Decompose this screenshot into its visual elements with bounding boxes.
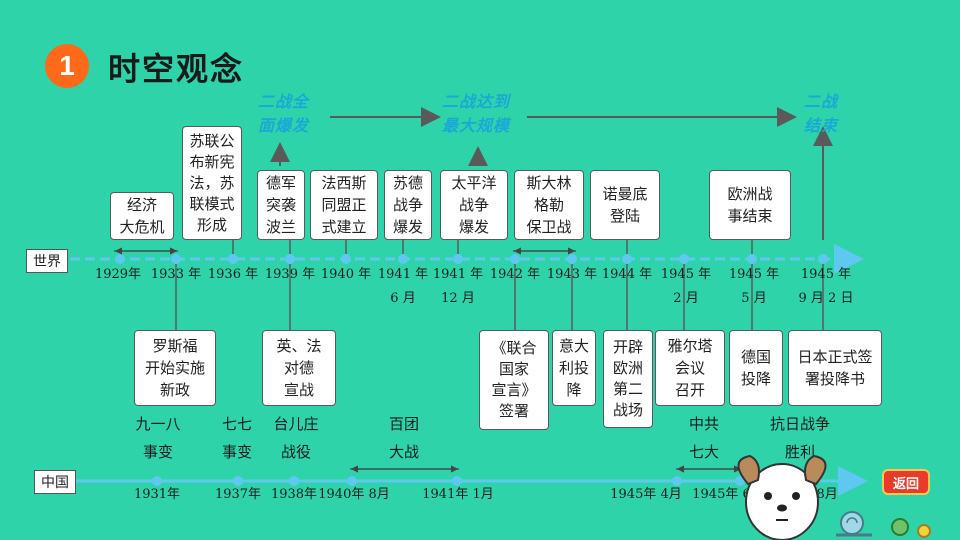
china-year-label: 1941年 1月 [422, 487, 494, 502]
stage-war-outbreak: 二战全 面爆发 [258, 92, 310, 135]
year-label: 1945 年 2 月 [660, 267, 712, 306]
year-label: 1944 年 [601, 267, 653, 282]
china-event-seventh-congress: 中共 七大 [688, 415, 719, 461]
back-button[interactable]: 返回 [882, 469, 930, 495]
event-box-soviet-german-war: 苏德 战争 爆发 [384, 170, 432, 240]
stage-war-end: 二战 结束 [804, 92, 839, 135]
event-box-yalta-conference: 雅尔塔 会议 召开 [655, 330, 725, 406]
event-box-japan-surrenders: 日本正式签 署投降书 [788, 330, 882, 406]
event-box-italy-surrenders: 意大 利投 降 [552, 330, 596, 406]
event-box-soviet-constitution: 苏联公 布新宪 法，苏 联模式 形成 [182, 126, 242, 240]
year-label: 1945 年 5 月 [728, 267, 780, 306]
year-label: 1929年 [94, 267, 142, 282]
world-axis-label: 世界 [26, 249, 68, 273]
year-label: 1936 年 [207, 267, 259, 282]
china-year-label: 1945年 4月 [610, 487, 682, 502]
event-box-un-declaration: 《联合 国家 宣言》 签署 [479, 330, 549, 430]
china-year-label: 1938年 [270, 487, 318, 502]
page-title: 时空观念 [108, 50, 245, 88]
year-label: 1945 年 9 月 2 日 [798, 267, 854, 306]
year-label: 1939 年 [264, 267, 316, 282]
section-number-badge: 1 [45, 44, 89, 88]
china-event-marco-polo-bridge: 七七 事变 [221, 415, 252, 461]
stage-war-peak: 二战达到 最大规模 [442, 92, 511, 135]
year-label: 1943 年 [546, 267, 598, 282]
event-box-europe-war-ends: 欧洲战 事结束 [709, 170, 791, 240]
event-box-new-deal: 罗斯福 开始实施 新政 [134, 330, 216, 406]
china-axis-label: 中国 [34, 470, 76, 494]
event-box-economic-crisis: 经济 大危机 [110, 192, 174, 240]
year-label: 1942 年 [489, 267, 541, 282]
event-box-germany-invades-poland: 德军 突袭 波兰 [257, 170, 305, 240]
china-year-label: 1931年 [133, 487, 181, 502]
puppy-mascot-icon [737, 454, 827, 540]
event-box-germany-surrenders: 德国 投降 [729, 330, 783, 406]
china-event-hundred-regiments: 百团 大战 [388, 415, 419, 461]
china-event-taierzhuang: 台儿庄 战役 [273, 415, 319, 461]
year-label: 1941 年 12 月 [432, 267, 484, 306]
china-event-mukden: 九一八 事变 [135, 415, 181, 461]
snail-decoration-icon [836, 511, 931, 538]
event-box-uk-france-declare-war: 英、法 对德 宣战 [262, 330, 336, 406]
event-box-pacific-war: 太平洋 战争 爆发 [440, 170, 508, 240]
event-box-normandy: 诺曼底 登陆 [590, 170, 660, 240]
year-label: 1941 年 6 月 [377, 267, 429, 306]
china-year-label: 1940年 8月 [318, 487, 390, 502]
event-box-second-front: 开辟 欧洲 第二 战场 [603, 330, 653, 428]
event-box-stalingrad: 斯大林 格勒 保卫战 [514, 170, 584, 240]
event-box-axis-alliance: 法西斯 同盟正 式建立 [310, 170, 378, 240]
china-event-victory: 抗日战争 胜利 [769, 415, 830, 461]
year-label: 1933 年 [150, 267, 202, 282]
year-label: 1940 年 [320, 267, 372, 282]
china-year-label: 1937年 [214, 487, 262, 502]
